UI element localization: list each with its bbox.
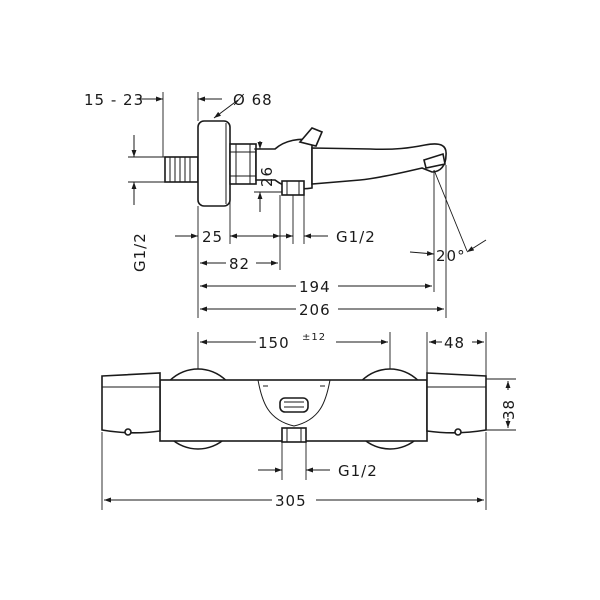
label-d194: 194 [299, 278, 331, 296]
dimension-labels: 15 - 23 Ø 68 G1/2 26 25 G1/2 20° 82 194 … [84, 91, 518, 510]
label-d48: 48 [444, 334, 465, 352]
aerator [423, 152, 446, 169]
spout [311, 143, 447, 185]
mixer-body [255, 138, 313, 190]
outlet-connector [281, 180, 305, 196]
label-angle: 20° [436, 247, 466, 265]
front-view [101, 368, 487, 450]
label-d82: 82 [229, 255, 250, 273]
right-handle [426, 372, 487, 434]
label-thread-outlet: G1/2 [336, 228, 376, 246]
union-nut [229, 143, 257, 185]
label-d150: 150 [258, 334, 290, 352]
escutcheon [197, 120, 231, 207]
bottom-outlet [281, 427, 307, 443]
label-d305: 305 [275, 492, 307, 510]
label-thread-left: G1/2 [131, 232, 149, 272]
label-thread-bottom: G1/2 [338, 462, 378, 480]
center-dial [257, 379, 331, 427]
lever [298, 127, 324, 147]
side-view [164, 120, 447, 207]
left-handle [101, 372, 161, 434]
label-wall-range: 15 - 23 [84, 91, 144, 109]
label-height-26: 26 [258, 166, 276, 187]
side-dimensions [128, 92, 487, 318]
label-d206: 206 [299, 301, 331, 319]
label-tolerance: ±12 [302, 332, 326, 343]
label-d25: 25 [202, 228, 223, 246]
center-outlet [279, 397, 309, 413]
front-dimensions [101, 332, 516, 510]
label-d38: 38 [500, 399, 518, 420]
label-diameter: Ø 68 [233, 91, 273, 109]
